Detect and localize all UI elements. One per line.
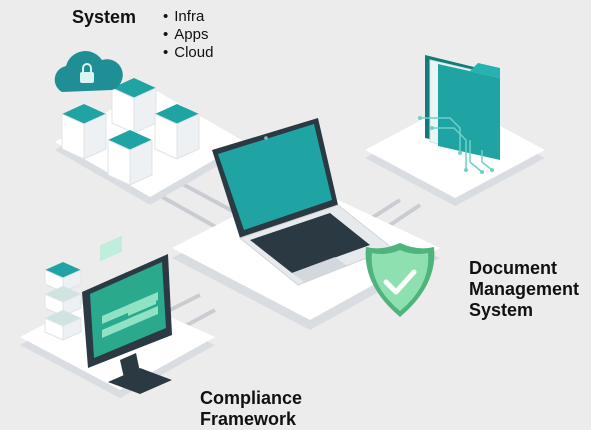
system-item-apps: Apps: [163, 26, 213, 44]
laptop-icon: [212, 118, 393, 286]
document-management-line-2: Management: [469, 279, 580, 299]
document-management-line-1: Document: [469, 258, 558, 278]
folder-icon: [418, 55, 500, 174]
document-management-line-3: System: [469, 300, 534, 320]
compliance-framework-line-1: Compliance: [200, 388, 303, 408]
system-item-infra: Infra: [163, 8, 213, 26]
system-list: Infra Apps Cloud: [163, 8, 213, 62]
compliance-framework-line-2: Framework: [200, 409, 297, 429]
system-item-cloud: Cloud: [163, 44, 213, 62]
system-title: System: [72, 7, 137, 27]
document-management-label: Document Management System: [469, 258, 579, 321]
cloud-lock-icon: [54, 51, 123, 92]
monitor-icon: [82, 235, 172, 394]
shield-check-icon: [365, 243, 435, 317]
server-stack-icon: [44, 262, 82, 341]
compliance-framework-label: Compliance Framework: [200, 388, 302, 430]
server-cubes-icon: [61, 78, 200, 186]
